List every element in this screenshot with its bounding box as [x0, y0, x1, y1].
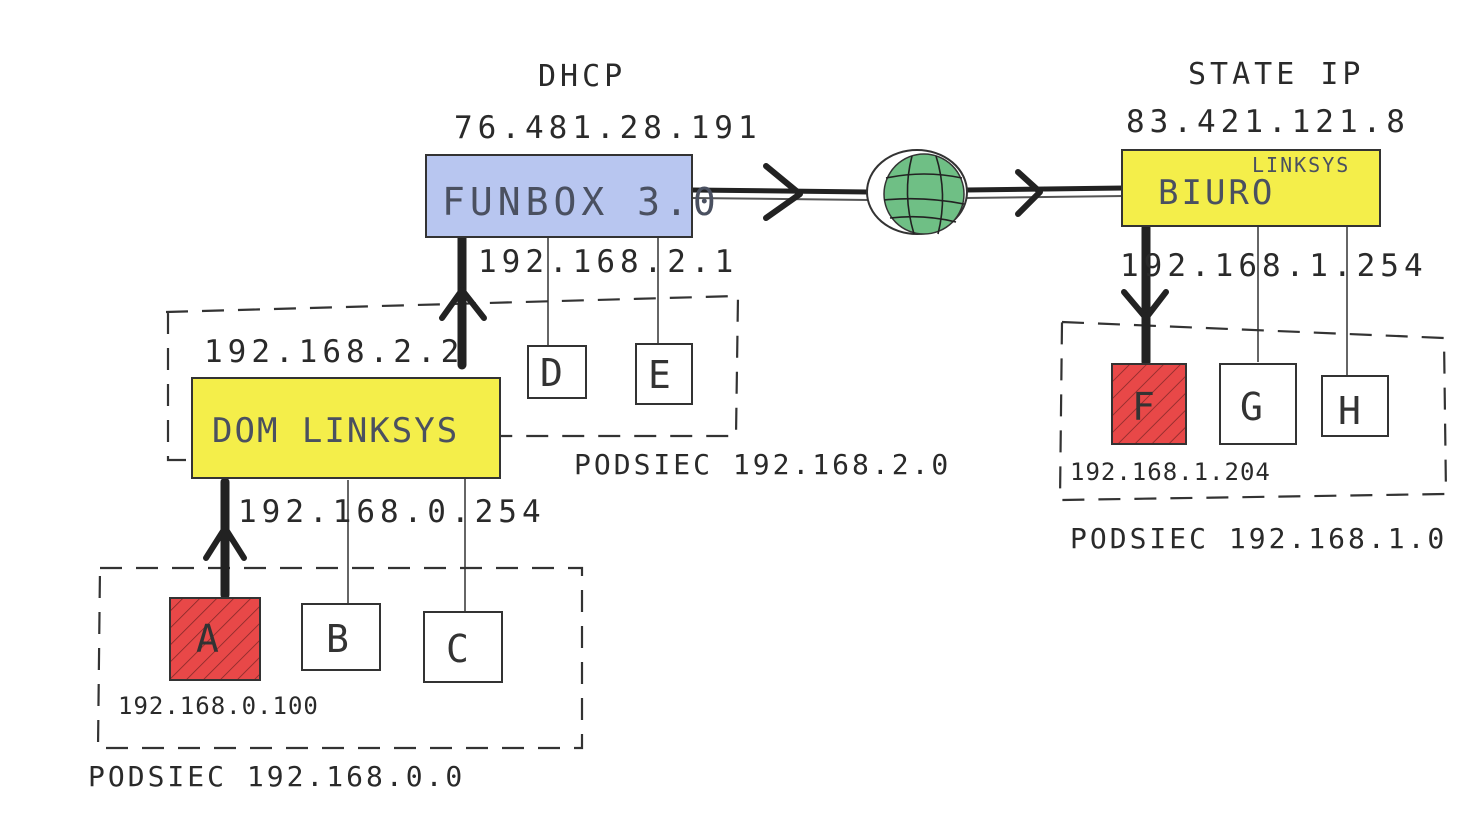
wan-link-biuro — [965, 195, 1125, 199]
dom-lan-ip: 192.168.0.254 — [238, 494, 546, 530]
router-funbox: FUNBOX 3.0 — [425, 154, 721, 238]
wan-arrow-icon — [1015, 169, 1043, 217]
subnet-label-192-168-0-0: PODSIEC 192.168.0.0 — [88, 760, 465, 793]
device-b: B — [301, 603, 381, 671]
router-label: DOM LINKSYS — [212, 411, 459, 451]
device-label: D — [540, 351, 563, 395]
dom-wan-ip: 192.168.2.2 — [204, 334, 464, 370]
device-d: D — [527, 345, 587, 399]
router-dom-linksys: DOM LINKSYS — [191, 377, 501, 479]
device-h: H — [1321, 375, 1389, 437]
subnet-boundary-192-168-2 — [165, 294, 740, 462]
device-label: E — [648, 353, 671, 397]
globe-icon — [866, 149, 968, 235]
device-a: A — [169, 597, 261, 681]
biuro-lan-ip: 192.168.1.254 — [1120, 248, 1428, 284]
device-f-ip: 192.168.1.204 — [1070, 458, 1271, 486]
wan-arrow-icon — [763, 163, 803, 221]
device-label: H — [1338, 389, 1361, 433]
device-label: G — [1240, 385, 1263, 429]
funbox-dhcp-label: DHCP — [538, 59, 626, 94]
router-biuro: BIURO LINKSYS — [1121, 149, 1381, 227]
device-c: C — [423, 611, 503, 683]
device-label: F — [1132, 385, 1155, 429]
device-a-ip: 192.168.0.100 — [118, 692, 319, 720]
wan-link-funbox — [691, 187, 869, 195]
wan-link-biuro — [965, 185, 1125, 193]
device-g: G — [1219, 363, 1297, 445]
uplink-arrow-icon — [203, 525, 247, 561]
router-label: BIURO — [1158, 173, 1275, 213]
wan-link-funbox — [691, 197, 869, 201]
subnet-boundary-192-168-0 — [96, 566, 584, 750]
router-label: FUNBOX 3.0 — [442, 180, 721, 224]
subnet-label-192-168-1-0: PODSIEC 192.168.1.0 — [1070, 522, 1447, 555]
uplink-arrow-icon — [439, 287, 487, 321]
biuro-wan-ip: 83.421.121.8 — [1126, 104, 1410, 140]
device-label: C — [446, 627, 469, 671]
subnet-boundary-192-168-1 — [1058, 320, 1448, 502]
funbox-wan-ip: 76.481.28.191 — [454, 110, 762, 146]
device-label: B — [326, 617, 349, 661]
device-label: A — [196, 617, 219, 661]
device-f: F — [1111, 363, 1187, 445]
funbox-lan-ip: 192.168.2.1 — [478, 244, 738, 280]
biuro-static-ip-label: STATE IP — [1188, 57, 1365, 92]
router-sublabel: LINKSYS — [1252, 153, 1350, 177]
device-e: E — [635, 343, 693, 405]
subnet-label-192-168-2-0: PODSIEC 192.168.2.0 — [574, 448, 951, 481]
downlink-arrow-icon — [1121, 289, 1169, 321]
